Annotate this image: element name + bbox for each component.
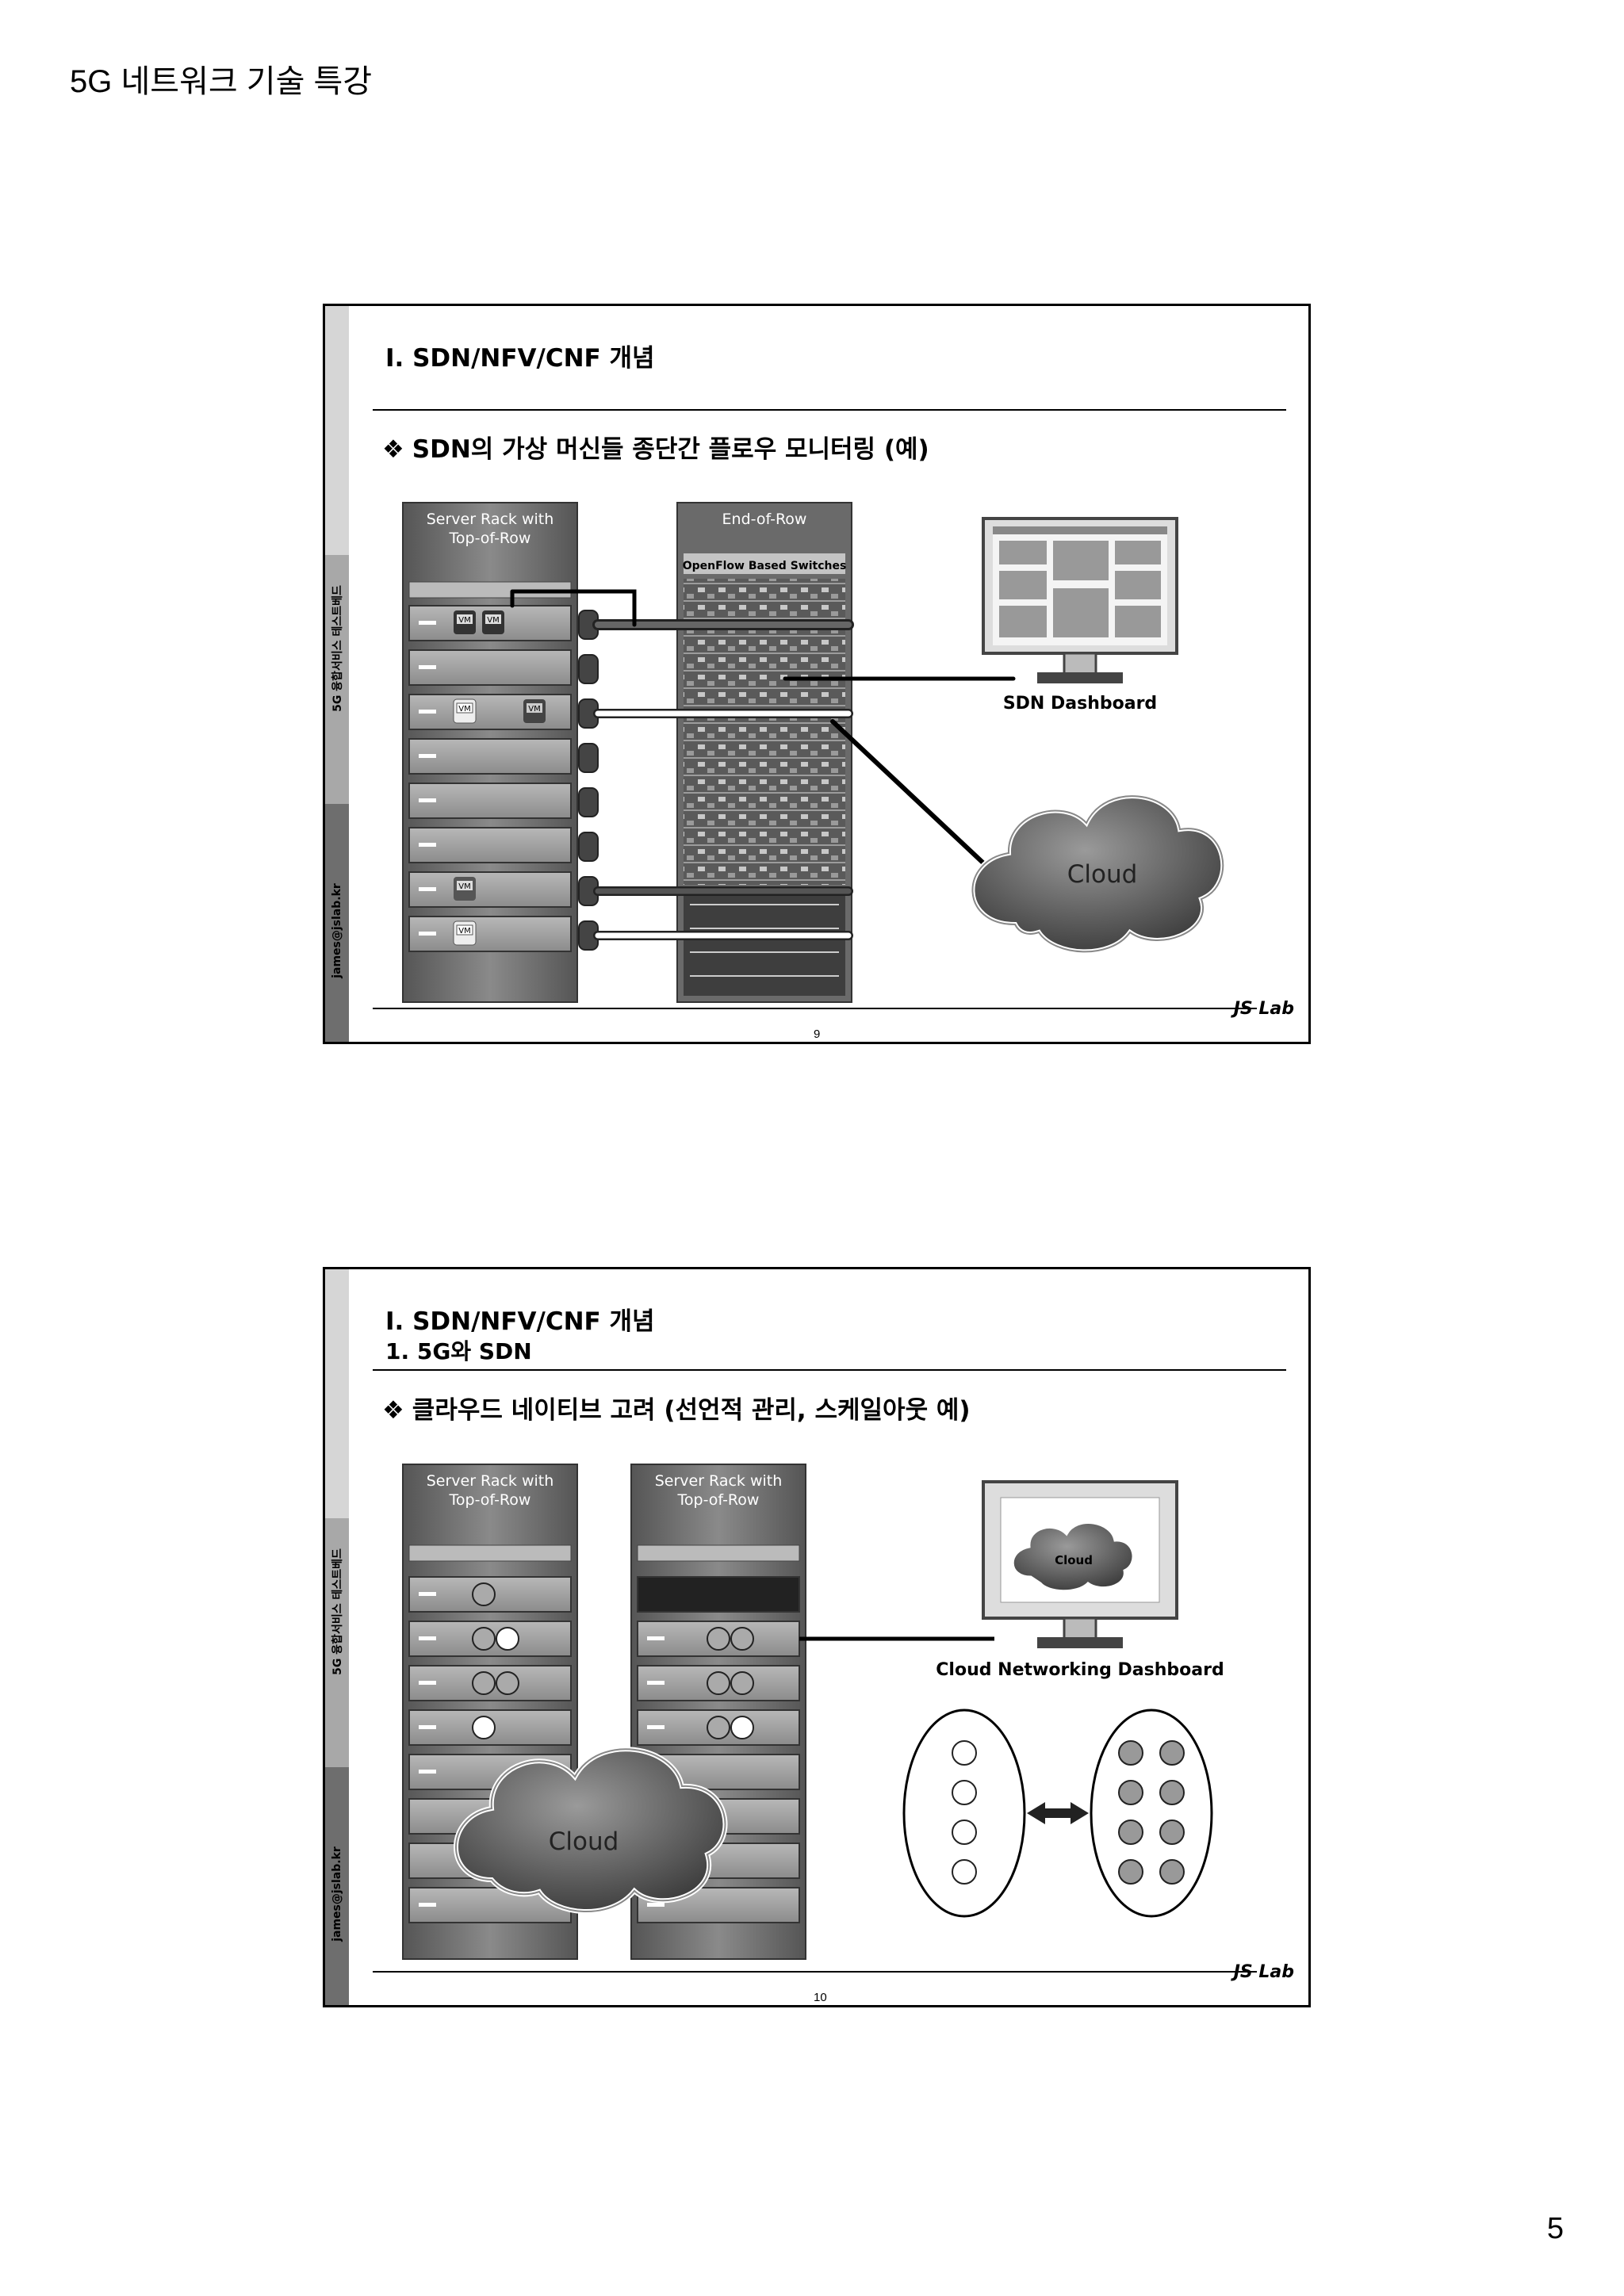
vm-icons: VM VM VM VM VM VM	[453, 610, 546, 946]
slide-title: I. SDN/NFV/CNF 개념	[385, 1307, 655, 1336]
slide-subtitle: 1. 5G와 SDN	[385, 1338, 532, 1364]
footer-rule	[373, 1008, 1257, 1009]
dashboard-label: Cloud Networking Dashboard	[936, 1660, 1224, 1680]
diamond-bullet-icon: ❖	[382, 435, 404, 464]
slide-bullet: ❖ 클라우드 네이티브 고려 (선언적 관리, 스케일아웃 예)	[382, 1390, 971, 1425]
slide-9: 5G 융합서비스 테스트베드 james@jslab.kr I. SDN/NFV…	[323, 304, 1311, 1044]
brand-logo: JS Lab	[1233, 1962, 1294, 1982]
container-circles-a	[472, 1582, 519, 1739]
cloud-networking-dashboard-monitor: Cloud Cloud Networking Dashboard	[936, 1480, 1224, 1680]
sdn-monitoring-figure: Server Rack with Top-of-Row V	[402, 502, 1226, 1003]
slide-number: 9	[814, 1027, 821, 1041]
slide-sidebar: 5G 융합서비스 테스트베드 james@jslab.kr	[325, 1269, 349, 2005]
cloud-label: Cloud	[1067, 860, 1138, 889]
slide-10: 5G 융합서비스 테스트베드 james@jslab.kr I. SDN/NFV…	[323, 1267, 1311, 2007]
end-of-row-label: End-of-Row	[722, 511, 807, 528]
page-number: 5	[1546, 2212, 1564, 2245]
cloud-label: Cloud	[549, 1827, 619, 1856]
footer-rule	[373, 1971, 1257, 1973]
svg-text:Top-of-Row: Top-of-Row	[449, 1491, 531, 1509]
bullet-text: 클라우드 네이티브 고려 (선언적 관리, 스케일아웃 예)	[412, 1396, 971, 1425]
openflow-label: OpenFlow Based Switches	[683, 560, 847, 572]
svg-text:VM: VM	[458, 616, 470, 625]
monitor-cloud-label: Cloud	[1055, 1553, 1093, 1567]
document-header: 5G 네트워크 기술 특강	[70, 64, 373, 99]
slide-number: 10	[814, 1991, 827, 2004]
port-connectors	[578, 610, 599, 951]
svg-text:VM: VM	[458, 927, 470, 936]
sdn-dashboard-monitor: SDN Dashboard	[982, 517, 1178, 714]
flow-cables	[510, 589, 1016, 940]
svg-text:Server Rack with: Server Rack with	[427, 1472, 554, 1490]
title-rule	[373, 1369, 1286, 1371]
bullet-text: SDN의 가상 머신들 종단간 플로우 모니터링 (예)	[412, 435, 929, 464]
container-circles-b	[707, 1627, 754, 1739]
slide-title: I. SDN/NFV/CNF 개념	[385, 344, 655, 373]
svg-text:Top-of-Row: Top-of-Row	[677, 1491, 760, 1509]
svg-text:VM: VM	[458, 705, 470, 714]
sdn-dashboard-label: SDN Dashboard	[1003, 694, 1157, 714]
svg-text:Server Rack with: Server Rack with	[655, 1472, 783, 1490]
slide-sidebar: 5G 융합서비스 테스트베드 james@jslab.kr	[325, 306, 349, 1042]
rack-label-line1: Server Rack with	[427, 511, 554, 528]
cloud-icon: Cloud	[454, 1747, 728, 1915]
svg-text:VM: VM	[458, 882, 470, 891]
cloud-native-figure: Server Rack with Top-of-Row	[402, 1464, 1224, 1960]
slide-bullet: ❖ SDN의 가상 머신들 종단간 플로우 모니터링 (예)	[382, 429, 929, 465]
diamond-bullet-icon: ❖	[382, 1396, 404, 1425]
scale-out-diagram	[902, 1709, 1213, 1918]
cloud-icon: Cloud	[970, 794, 1226, 955]
end-of-row-rack: End-of-Row OpenFlow Based Switches	[676, 502, 852, 1003]
double-arrow-icon	[1027, 1802, 1089, 1824]
svg-text:VM: VM	[487, 616, 499, 625]
rack-label-line2: Top-of-Row	[449, 530, 531, 547]
server-rack: Server Rack with Top-of-Row V	[402, 502, 578, 1003]
title-rule	[373, 409, 1286, 411]
svg-text:VM: VM	[528, 705, 540, 714]
brand-logo: JS Lab	[1233, 999, 1294, 1019]
